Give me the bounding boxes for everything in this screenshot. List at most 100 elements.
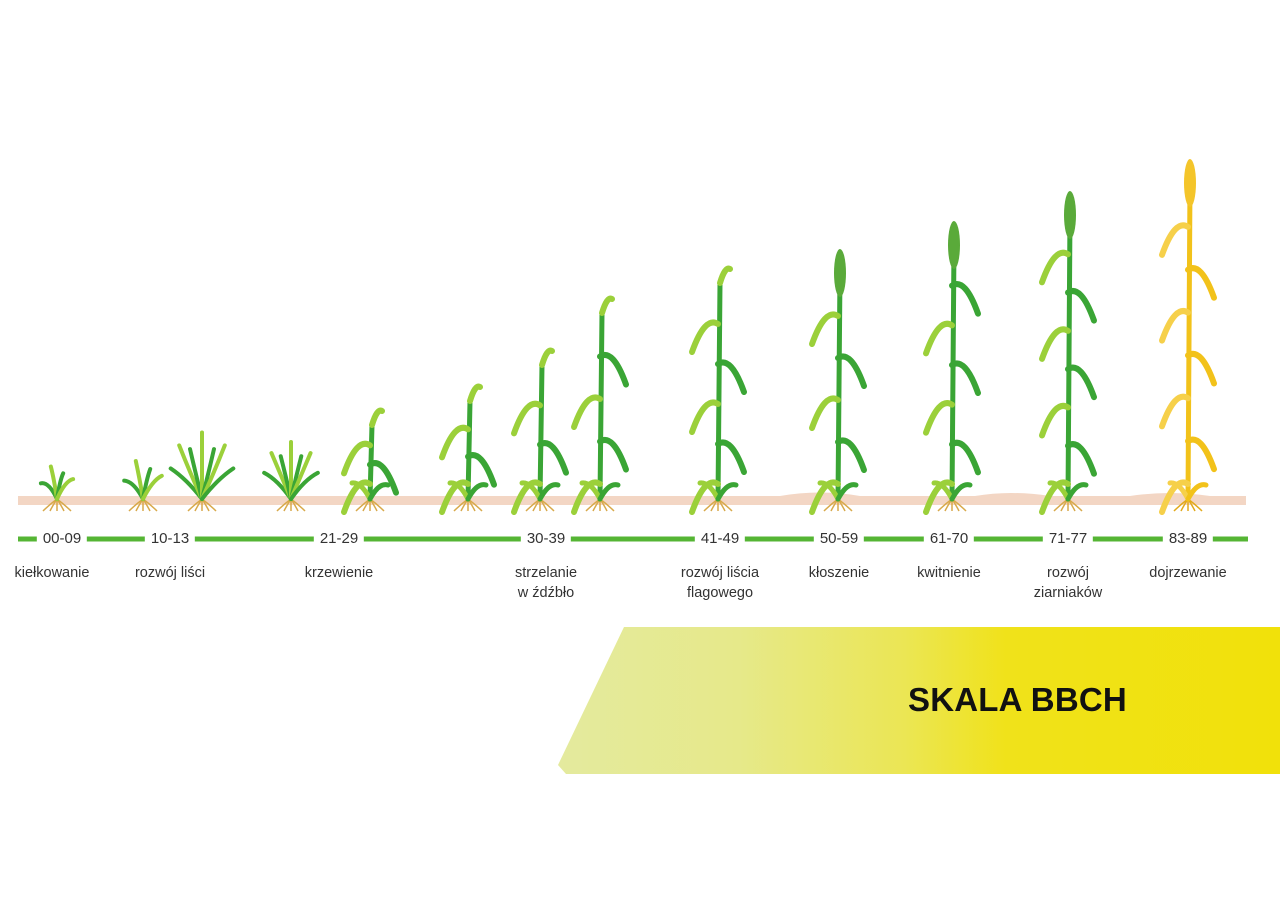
stem — [537, 362, 545, 502]
stage-label-line: kwitnienie — [917, 565, 981, 581]
stage-code: 21-29 — [313, 528, 365, 550]
stage-label: strzelanie w źdźbło — [515, 563, 577, 603]
leaf — [1159, 479, 1191, 515]
stage-code: 10-13 — [144, 528, 196, 550]
plant-grain — [1039, 191, 1097, 515]
stage-label-line: kłoszenie — [808, 565, 870, 581]
leaf — [689, 319, 721, 355]
leaf — [949, 482, 973, 502]
leaf — [697, 480, 721, 502]
stage-code: 61-70 — [923, 528, 975, 550]
leaf — [949, 281, 981, 317]
leaf — [949, 439, 981, 476]
stage-label-line: rozwój — [1047, 565, 1089, 581]
stage-label-line: strzelanie — [514, 565, 578, 581]
leaf — [141, 473, 164, 501]
stage-code: 41-49 — [694, 528, 746, 550]
leaf — [923, 400, 955, 436]
leaf — [571, 479, 603, 515]
ear — [948, 221, 960, 269]
leaf — [597, 437, 629, 473]
leaf — [817, 480, 841, 502]
leaf — [367, 482, 391, 502]
stage-label: rozwój liścia flagowego — [681, 563, 759, 603]
leaf — [511, 400, 543, 437]
leaf — [369, 407, 385, 428]
leaf — [835, 482, 859, 502]
leaf — [1047, 480, 1071, 502]
leaf — [1039, 326, 1071, 362]
leaf — [1159, 222, 1191, 258]
leaf — [537, 440, 569, 476]
stage-label-line: w źdźbło — [517, 585, 575, 601]
leaf — [571, 394, 603, 430]
stem — [835, 270, 843, 502]
stage-label-line: rozwój liścia — [680, 565, 760, 581]
leaf — [289, 470, 320, 501]
leaf — [923, 320, 955, 357]
stage-label-line: ziarniaków — [1033, 585, 1103, 601]
ear — [1184, 159, 1196, 207]
plant-seedling2 — [122, 459, 164, 512]
plant-stem_mid — [511, 347, 569, 515]
stem — [1065, 212, 1073, 502]
plant-flag — [689, 265, 747, 515]
leaf — [1039, 479, 1071, 515]
leaf — [1039, 403, 1071, 439]
leaf — [439, 424, 471, 461]
stage-code: 71-77 — [1042, 528, 1094, 550]
leaf — [597, 352, 629, 388]
leaf — [1159, 308, 1191, 344]
stage-label: kwitnienie — [917, 563, 981, 583]
plant-young — [168, 430, 236, 512]
leaf — [931, 480, 955, 502]
leaf — [923, 479, 955, 515]
leaf — [809, 311, 841, 347]
leaf — [949, 360, 981, 396]
leaf — [715, 359, 747, 395]
plant-flowering — [923, 221, 981, 515]
plant-stem_small — [439, 383, 497, 515]
plant-tiller — [341, 407, 399, 515]
soil-strip — [18, 496, 1246, 505]
ear — [1064, 191, 1076, 239]
leaf — [439, 479, 471, 515]
leaf — [367, 460, 399, 496]
leaf — [200, 466, 236, 501]
leaf — [579, 480, 603, 502]
stage-label-line: flagowego — [686, 585, 754, 601]
stage-label: kłoszenie — [809, 563, 869, 583]
leaf — [1065, 364, 1097, 401]
leaf — [519, 480, 543, 502]
leaf — [447, 480, 471, 502]
leaf — [689, 399, 721, 435]
page-title: SKALA BBCH — [908, 681, 1127, 718]
ear — [834, 249, 846, 297]
leaf — [1167, 480, 1191, 502]
leaf — [835, 437, 867, 473]
leaf — [511, 479, 543, 515]
leaf — [341, 440, 373, 477]
stage-label: kiełkowanie — [15, 563, 90, 583]
plant-tuft — [262, 440, 320, 512]
leaf — [715, 439, 747, 475]
leaf — [1065, 482, 1089, 502]
stage-code: 83-89 — [1162, 528, 1214, 550]
stage-label: rozwój liści — [135, 563, 205, 583]
stage-label: dojrzewanie — [1149, 563, 1226, 583]
leaf — [599, 295, 615, 316]
leaf — [467, 383, 483, 404]
title-banner — [558, 627, 1280, 774]
plant-ripening — [1159, 159, 1217, 515]
leaf — [349, 480, 373, 502]
leaf — [465, 452, 497, 488]
stem — [1185, 180, 1193, 502]
leaf — [465, 482, 489, 502]
stage-label: krzewienie — [305, 563, 374, 583]
leaf — [1185, 265, 1217, 301]
leaf — [689, 479, 721, 515]
stage-label-line: krzewienie — [304, 565, 374, 581]
soil-mounds — [780, 492, 1210, 496]
